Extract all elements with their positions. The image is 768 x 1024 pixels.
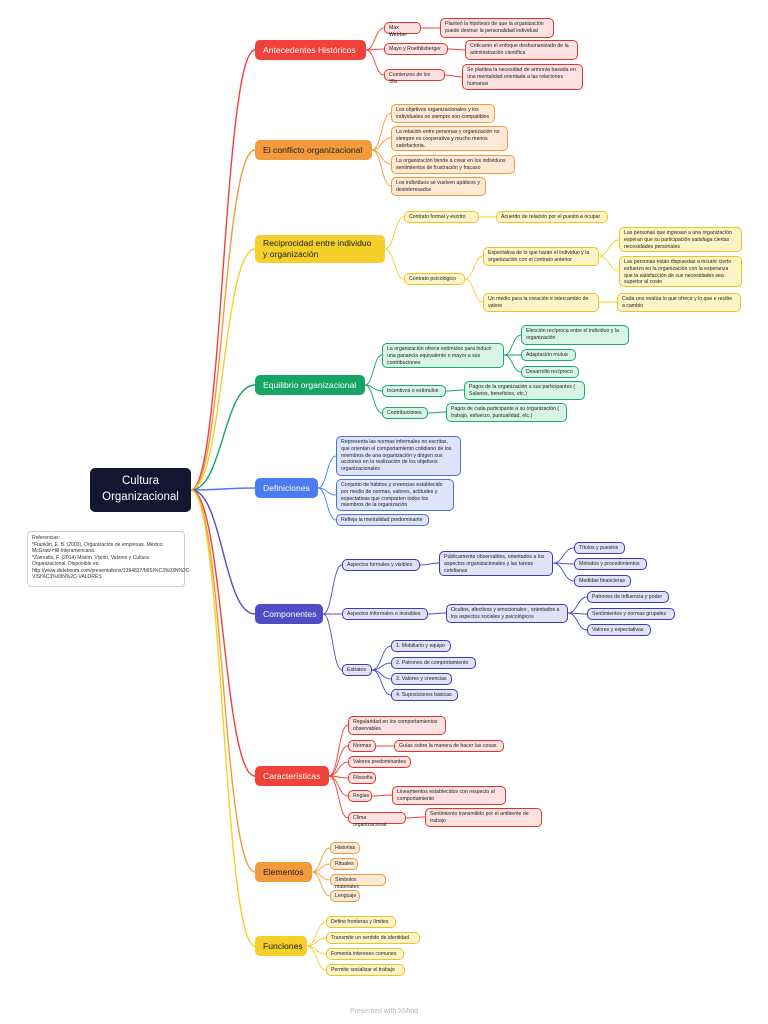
estrato-item[interactable]: 3. Valores y creencias xyxy=(391,673,452,685)
topic-componentes[interactable]: Componentes xyxy=(255,604,323,624)
conflicto-item[interactable]: La organización tiende a crear en los in… xyxy=(391,155,515,174)
estrato-item[interactable]: 4. Suposiciones básicas xyxy=(391,689,458,701)
detail-max-webber[interactable]: Planteó la hipótesis de que la organizac… xyxy=(440,18,554,38)
topic-conflicto-organizacional[interactable]: El conflicto organizacional xyxy=(255,140,372,160)
estimulo-item[interactable]: Adaptación mutua xyxy=(521,349,576,361)
subtopic-mayo-roethlisberger[interactable]: Mayo y Roethlisberger xyxy=(384,43,448,55)
subtopic-aspectos-formales[interactable]: Aspectos formales y visibles xyxy=(342,559,420,571)
caracteristica-clima[interactable]: Clima organizacional xyxy=(348,812,406,828)
topic-funciones[interactable]: Funciones xyxy=(255,936,307,956)
references-heading: Referencias: xyxy=(32,535,61,541)
informal-item[interactable]: Sentimientos y normas grupales xyxy=(587,608,675,620)
central-topic-label: Cultura Organizacional xyxy=(102,475,179,503)
topic-equilibrio-organizacional[interactable]: Equilibrio organizacional xyxy=(255,375,365,395)
elemento-item[interactable]: Historias xyxy=(330,842,360,854)
funcion-item[interactable]: Transmite un sentido de identidad xyxy=(326,932,420,944)
expectativa-node[interactable]: Expectativa de lo que harán el individuo… xyxy=(483,247,599,266)
definicion-item[interactable]: Refleja la mentalidad predominante xyxy=(336,514,429,526)
references-note: Referencias: *Franklin, E. B. (2003). Or… xyxy=(27,531,191,587)
definicion-item[interactable]: Representa las normas informales no escr… xyxy=(336,436,461,476)
caracteristica-regularidad[interactable]: Regularidad en los comportamientos obser… xyxy=(348,716,446,735)
funcion-item[interactable]: Fomenta intereses comunes xyxy=(326,948,404,960)
funcion-item[interactable]: Define fronteras y límites xyxy=(326,916,396,928)
estimulo-item[interactable]: Elección recíproca entre el individuo y … xyxy=(521,325,629,345)
caracteristica-normas[interactable]: Normas xyxy=(348,740,376,752)
formal-item[interactable]: Métodos y procedimientos xyxy=(574,558,647,570)
estrato-item[interactable]: 2. Patrones de comportamiento xyxy=(391,657,476,669)
estimulo-item[interactable]: Desarrollo recíproco xyxy=(521,366,579,378)
informal-item[interactable]: Patrones de influencia y poder xyxy=(587,591,669,603)
detail-normas[interactable]: Guías sobre la manera de hacer las cosas xyxy=(394,740,504,752)
reference-item: *Franklin, E. B. (2003). Organización de… xyxy=(32,541,166,555)
subtopic-incentivos[interactable]: Incentivos o estímulos xyxy=(382,385,446,397)
caracteristica-filosofia[interactable]: Filosofía xyxy=(348,772,376,784)
reference-item: *Zamudio, F. (2014) Misión, Visión, Valo… xyxy=(32,554,191,581)
detail-contribuciones[interactable]: Pagos de cada participante a su organiza… xyxy=(446,403,567,422)
subtopic-aspectos-informales[interactable]: Aspectos informales e invisibles xyxy=(342,608,428,620)
subtopic-contribuciones[interactable]: Contribuciones xyxy=(382,407,428,419)
detail-incentivos[interactable]: Pagos de la organización a sus participa… xyxy=(464,381,585,400)
detail-aspectos-informales[interactable]: Ocultos, afectivos y emocionales , orien… xyxy=(446,604,568,623)
definicion-item[interactable]: Conjunto de hábitos y creencias establec… xyxy=(336,479,454,511)
topic-definiciones[interactable]: Definiciones xyxy=(255,478,318,498)
detail-contrato-formal[interactable]: Acuerdo de relación por el puesto a ocup… xyxy=(496,211,608,223)
formal-item[interactable]: Medidas financieras xyxy=(574,575,631,587)
topic-elementos[interactable]: Elementos xyxy=(255,862,312,882)
central-topic-cultura-organizacional[interactable]: Cultura Organizacional xyxy=(90,468,191,512)
subtopic-estimulos[interactable]: La organización ofrece estímulos para in… xyxy=(382,343,504,368)
conflicto-item[interactable]: Los objetivos organizacionales y los ind… xyxy=(391,104,495,123)
medio-node[interactable]: Un medio para la creación e intercambio … xyxy=(483,293,599,312)
elemento-item[interactable]: Símbolos materiales xyxy=(330,874,386,890)
expectativa-detail[interactable]: Las personas están dispuestas a incurrir… xyxy=(619,256,742,287)
detail-mayo-roethlisberger[interactable]: Criticaron el enfoque deshumanizado de l… xyxy=(465,40,578,60)
detail-aspectos-formales[interactable]: Públicamente observables, orientados a l… xyxy=(439,551,553,576)
expectativa-detail[interactable]: Las personas que ingresan a una organiza… xyxy=(619,227,742,252)
detail-comienzos-30s[interactable]: Se plantea la necesidad de armonía basad… xyxy=(462,64,583,90)
funcion-item[interactable]: Permite socializar el trabajo xyxy=(326,964,405,976)
topic-caracteristicas[interactable]: Características xyxy=(255,766,329,786)
elemento-item[interactable]: Rituales xyxy=(330,858,358,870)
caracteristica-valores[interactable]: Valores predominantes xyxy=(348,756,411,768)
conflicto-item[interactable]: La relación entre personas y organizació… xyxy=(391,126,508,151)
topic-reciprocidad[interactable]: Reciprocidad entre individuo y organizac… xyxy=(255,235,385,263)
subtopic-max-webber[interactable]: Max Webber xyxy=(384,22,421,38)
topic-antecedentes-historicos[interactable]: Antecedentes Históricos xyxy=(255,40,366,60)
conflicto-item[interactable]: Los individuos se vuelven apáticos y des… xyxy=(391,177,486,196)
detail-clima[interactable]: Sentimiento transmitido por el ambiente … xyxy=(425,808,542,827)
subtopic-estratos[interactable]: Estratos xyxy=(342,664,372,676)
footer-watermark: Presented with XMind xyxy=(349,1008,419,1015)
elemento-item[interactable]: Lenguaje xyxy=(330,890,360,902)
informal-item[interactable]: Valores y expectativas xyxy=(587,624,651,636)
subtopic-contrato-psicologico[interactable]: Contrato psicológico xyxy=(404,273,465,285)
formal-item[interactable]: Títulos y puestos xyxy=(574,542,625,554)
estrato-item[interactable]: 1. Mobiliario y equipo xyxy=(391,640,451,652)
detail-reglas[interactable]: Lineamientos establecidos con respecto a… xyxy=(392,786,506,805)
subtopic-contrato-formal[interactable]: Contrato formal y escrito xyxy=(404,211,479,223)
subtopic-comienzos-30s[interactable]: Comienzos de los 30s xyxy=(384,69,445,85)
medio-detail[interactable]: Cada uno evalúa lo que ofrece y lo que e… xyxy=(617,293,741,312)
caracteristica-reglas[interactable]: Reglas xyxy=(348,790,372,802)
